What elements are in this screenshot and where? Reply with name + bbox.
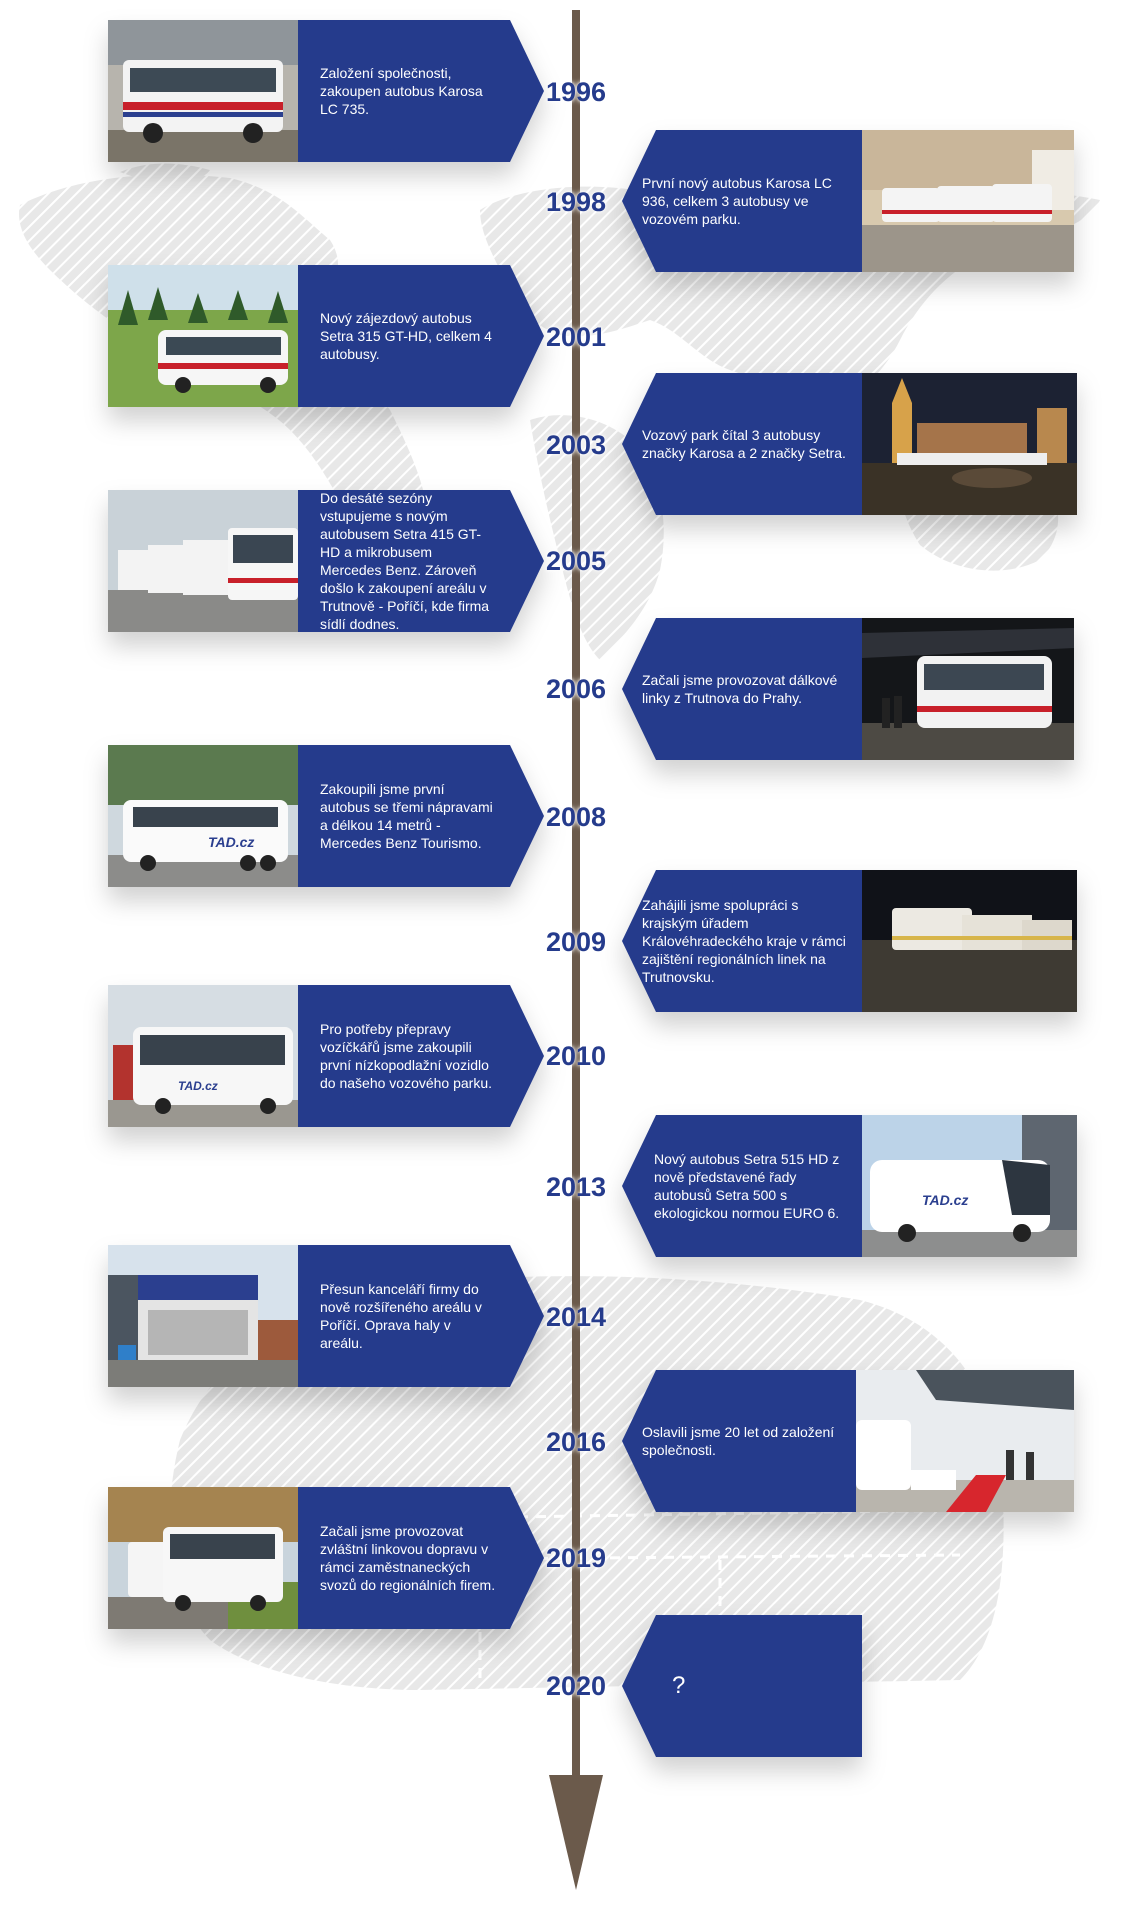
year-label-2009: 2009 bbox=[545, 927, 607, 957]
timeline-entry-1998: První nový autobus Karosa LC 936, celkem… bbox=[622, 130, 1074, 272]
entry-panel-2016: Oslavili jsme 20 let od založení společn… bbox=[622, 1370, 856, 1512]
entry-text: Pro potřeby přepravy vozíčkářů jsme zako… bbox=[320, 1021, 493, 1091]
entry-panel-1996: Založení společnosti, zakoupen autobus K… bbox=[298, 20, 544, 162]
year-label-2006: 2006 bbox=[545, 674, 607, 704]
timeline-entry-1996: Založení společnosti, zakoupen autobus K… bbox=[108, 20, 544, 162]
timeline-entry-2009: Zahájili jsme spolupráci s krajským úřad… bbox=[622, 870, 1077, 1012]
entry-panel-1998: První nový autobus Karosa LC 936, celkem… bbox=[622, 130, 862, 272]
bus-photo-2003 bbox=[862, 373, 1077, 515]
year-label-2014: 2014 bbox=[545, 1302, 607, 1332]
entry-panel-2010: Pro potřeby přepravy vozíčkářů jsme zako… bbox=[298, 985, 544, 1127]
timeline-entry-2010: TAD.cz Pro potřeby přepravy vozíčkářů js… bbox=[108, 985, 544, 1127]
year-label-1998: 1998 bbox=[545, 187, 607, 217]
year-label-2010: 2010 bbox=[545, 1041, 607, 1071]
timeline-entry-2003: Vozový park čítal 3 autobusy značky Karo… bbox=[622, 373, 1077, 515]
entry-text: Začali jsme provozovat zvláštní linkovou… bbox=[320, 1523, 496, 1593]
year-label-2013: 2013 bbox=[545, 1172, 607, 1202]
timeline-arrow-down-icon bbox=[549, 1775, 603, 1890]
year-label-2008: 2008 bbox=[545, 802, 607, 832]
year-label-2001: 2001 bbox=[545, 322, 607, 352]
tad-logo: TAD.cz bbox=[922, 1192, 968, 1208]
entry-text: První nový autobus Karosa LC 936, celkem… bbox=[642, 175, 832, 227]
bus-photo-2019 bbox=[108, 1487, 298, 1629]
entry-text: Začali jsme provozovat dálkové linky z T… bbox=[642, 672, 838, 706]
year-label-1996: 1996 bbox=[545, 77, 607, 107]
event-photo-2016 bbox=[856, 1370, 1074, 1512]
entry-text: Nový autobus Setra 515 HD z nově předsta… bbox=[654, 1151, 840, 1221]
building-photo-2014 bbox=[108, 1245, 298, 1387]
bus-photo-2010: TAD.cz bbox=[108, 985, 298, 1127]
entry-panel-2005: Do desáté sezóny vstupujeme s novým auto… bbox=[298, 490, 544, 632]
entry-panel-2001: Nový zájezdový autobus Setra 315 GT-HD, … bbox=[298, 265, 544, 407]
timeline-entry-2006: Začali jsme provozovat dálkové linky z T… bbox=[622, 618, 1074, 760]
entry-panel-2003: Vozový park čítal 3 autobusy značky Karo… bbox=[622, 373, 862, 515]
timeline-entry-2005: Do desáté sezóny vstupujeme s novým auto… bbox=[108, 490, 544, 632]
entry-text: Zakoupili jsme první autobus se třemi ná… bbox=[320, 781, 493, 851]
entry-text: Nový zájezdový autobus Setra 315 GT-HD, … bbox=[320, 310, 492, 362]
bus-photo-2005 bbox=[108, 490, 298, 632]
tad-logo: TAD.cz bbox=[178, 1079, 218, 1093]
entry-panel-2014: Přesun kanceláří firmy do nově rozšířené… bbox=[298, 1245, 544, 1387]
entry-text: ? bbox=[672, 1672, 686, 1699]
timeline-entry-2014: Přesun kanceláří firmy do nově rozšířené… bbox=[108, 1245, 544, 1387]
year-label-2005: 2005 bbox=[545, 546, 607, 576]
entry-panel-2006: Začali jsme provozovat dálkové linky z T… bbox=[622, 618, 862, 760]
bus-photo-2006 bbox=[862, 618, 1074, 760]
entry-text: Založení společnosti, zakoupen autobus K… bbox=[320, 65, 483, 117]
entry-text: Přesun kanceláří firmy do nově rozšířené… bbox=[320, 1281, 482, 1351]
bus-photo-1998 bbox=[862, 130, 1074, 272]
timeline-entry-2016: Oslavili jsme 20 let od založení společn… bbox=[622, 1370, 1074, 1512]
bus-photo-2001 bbox=[108, 265, 298, 407]
entry-text: Oslavili jsme 20 let od založení společn… bbox=[642, 1424, 835, 1458]
year-label-2020: 2020 bbox=[545, 1671, 607, 1701]
bus-photo-2013: TAD.cz bbox=[862, 1115, 1077, 1257]
timeline-entry-2013: Nový autobus Setra 515 HD z nově předsta… bbox=[622, 1115, 1077, 1257]
entry-panel-2013: Nový autobus Setra 515 HD z nově předsta… bbox=[622, 1115, 862, 1257]
timeline-entry-2008: TAD.cz Zakoupili jsme první autobus se t… bbox=[108, 745, 544, 887]
bus-photo-2008: TAD.cz bbox=[108, 745, 298, 887]
entry-panel-2020: ? bbox=[622, 1615, 862, 1757]
entry-text: Do desáté sezóny vstupujeme s novým auto… bbox=[320, 490, 490, 632]
tad-logo: TAD.cz bbox=[208, 834, 254, 850]
bus-photo-2009 bbox=[862, 870, 1077, 1012]
entry-panel-2008: Zakoupili jsme první autobus se třemi ná… bbox=[298, 745, 544, 887]
entry-panel-2019: Začali jsme provozovat zvláštní linkovou… bbox=[298, 1487, 544, 1629]
timeline-entry-2001: Nový zájezdový autobus Setra 315 GT-HD, … bbox=[108, 265, 544, 407]
year-label-2003: 2003 bbox=[545, 430, 607, 460]
year-label-2016: 2016 bbox=[545, 1427, 607, 1457]
year-label-2019: 2019 bbox=[545, 1543, 607, 1573]
bus-photo-1996 bbox=[108, 20, 298, 162]
entry-text: Zahájili jsme spolupráci s krajským úřad… bbox=[642, 897, 846, 985]
entry-text: Vozový park čítal 3 autobusy značky Karo… bbox=[642, 427, 846, 461]
timeline-entry-2019: Začali jsme provozovat zvláštní linkovou… bbox=[108, 1487, 544, 1629]
timeline-entry-2020: ? bbox=[622, 1615, 862, 1757]
entry-panel-2009: Zahájili jsme spolupráci s krajským úřad… bbox=[622, 870, 862, 1012]
timeline-axis bbox=[572, 10, 580, 1780]
